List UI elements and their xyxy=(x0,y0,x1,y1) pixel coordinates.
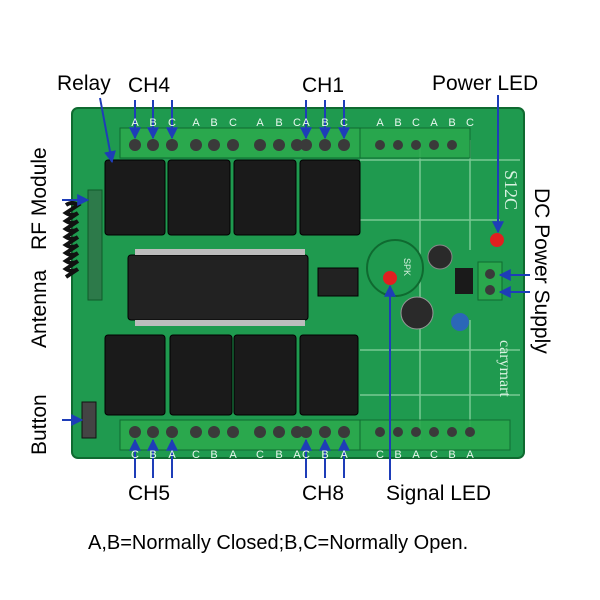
antenna-coil xyxy=(62,201,82,279)
terminal-letter: A xyxy=(293,449,301,461)
terminal-letter: C xyxy=(168,117,176,129)
relay-7 xyxy=(233,334,297,416)
relay-6 xyxy=(169,334,233,416)
pointer-arrows xyxy=(62,95,530,480)
ic-pins xyxy=(135,249,305,326)
button-label: Button xyxy=(28,394,51,455)
relay-2 xyxy=(167,159,231,236)
relay-1 xyxy=(104,159,166,236)
terminal-letter: B xyxy=(321,117,328,129)
terminal-letter: A xyxy=(229,449,237,461)
relays-top xyxy=(104,159,361,236)
terminal-letter: B xyxy=(149,117,156,129)
terminal-letter: A xyxy=(192,117,200,129)
terminal-letter: B xyxy=(394,117,401,129)
terminal-letter: B xyxy=(149,449,156,461)
terminal-letter: A xyxy=(466,449,474,461)
terminal-letter: A xyxy=(131,117,139,129)
relay-5 xyxy=(104,334,166,416)
terminal-letter: C xyxy=(412,117,420,129)
terminal-letter: A xyxy=(430,117,438,129)
rf-module-label: RF Module xyxy=(28,147,51,250)
rf-module xyxy=(87,189,103,301)
terminal-screws-bottom xyxy=(129,426,475,438)
terminal-letter: C xyxy=(302,449,310,461)
relay-3 xyxy=(233,159,297,236)
terminal-letter: B xyxy=(275,449,282,461)
terminal-letter: C xyxy=(466,117,474,129)
push-button xyxy=(81,401,97,439)
power-led-label: Power LED xyxy=(432,72,539,95)
main-ic xyxy=(127,254,309,321)
signal-led-label: Signal LED xyxy=(386,482,492,505)
terminal-letter: B xyxy=(210,117,217,129)
terminal-letter: C xyxy=(376,449,384,461)
terminal-letter: C xyxy=(192,449,200,461)
terminal-letter: A xyxy=(302,117,310,129)
capacitor-2 xyxy=(400,296,434,330)
terminal-letter: B xyxy=(321,449,328,461)
ch8-label: CH8 xyxy=(302,482,345,505)
buzzer xyxy=(366,239,424,297)
terminal-letter: C xyxy=(340,117,348,129)
signal-led xyxy=(383,271,397,285)
terminal-letter: A xyxy=(168,449,176,461)
pcb-traces xyxy=(360,140,520,440)
capacitor-1 xyxy=(427,244,453,270)
terminal-letter: B xyxy=(448,449,455,461)
terminal-letter: C xyxy=(131,449,139,461)
terminal-letter: B xyxy=(448,117,455,129)
terminal-letter: A xyxy=(256,117,264,129)
ch1-label: CH1 xyxy=(302,74,345,97)
terminal-screws-top xyxy=(129,139,457,151)
dc-power-supply-label: DC Power Supply xyxy=(530,188,553,354)
regulator xyxy=(455,268,473,294)
terminal-letter: C xyxy=(430,449,438,461)
terminal-letter: A xyxy=(412,449,420,461)
terminal-letter: C xyxy=(229,117,237,129)
relay-4 xyxy=(299,159,361,236)
terminal-letter: A xyxy=(376,117,384,129)
ch5-label: CH5 xyxy=(128,482,171,505)
terminal-letter: C xyxy=(293,117,301,129)
ch4-label: CH4 xyxy=(128,74,171,97)
relay-8 xyxy=(299,334,359,416)
brand-silk: carymart xyxy=(496,340,513,397)
model-silk: S12C xyxy=(501,170,521,210)
terminal-letter: C xyxy=(256,449,264,461)
terminal-letter: B xyxy=(210,449,217,461)
terminal-letter: B xyxy=(275,117,282,129)
capacitor-blue xyxy=(451,313,469,331)
spk-silk: SPK xyxy=(402,258,412,276)
terminal-letter: A xyxy=(340,449,348,461)
caption: A,B=Normally Closed;B,C=Normally Open. xyxy=(88,532,469,554)
relay-label: Relay xyxy=(57,72,111,95)
terminal-letter: B xyxy=(394,449,401,461)
power-led xyxy=(490,233,504,247)
relays-bottom xyxy=(104,334,359,416)
antenna-label: Antenna xyxy=(28,269,51,348)
decoder-ic xyxy=(317,267,359,297)
